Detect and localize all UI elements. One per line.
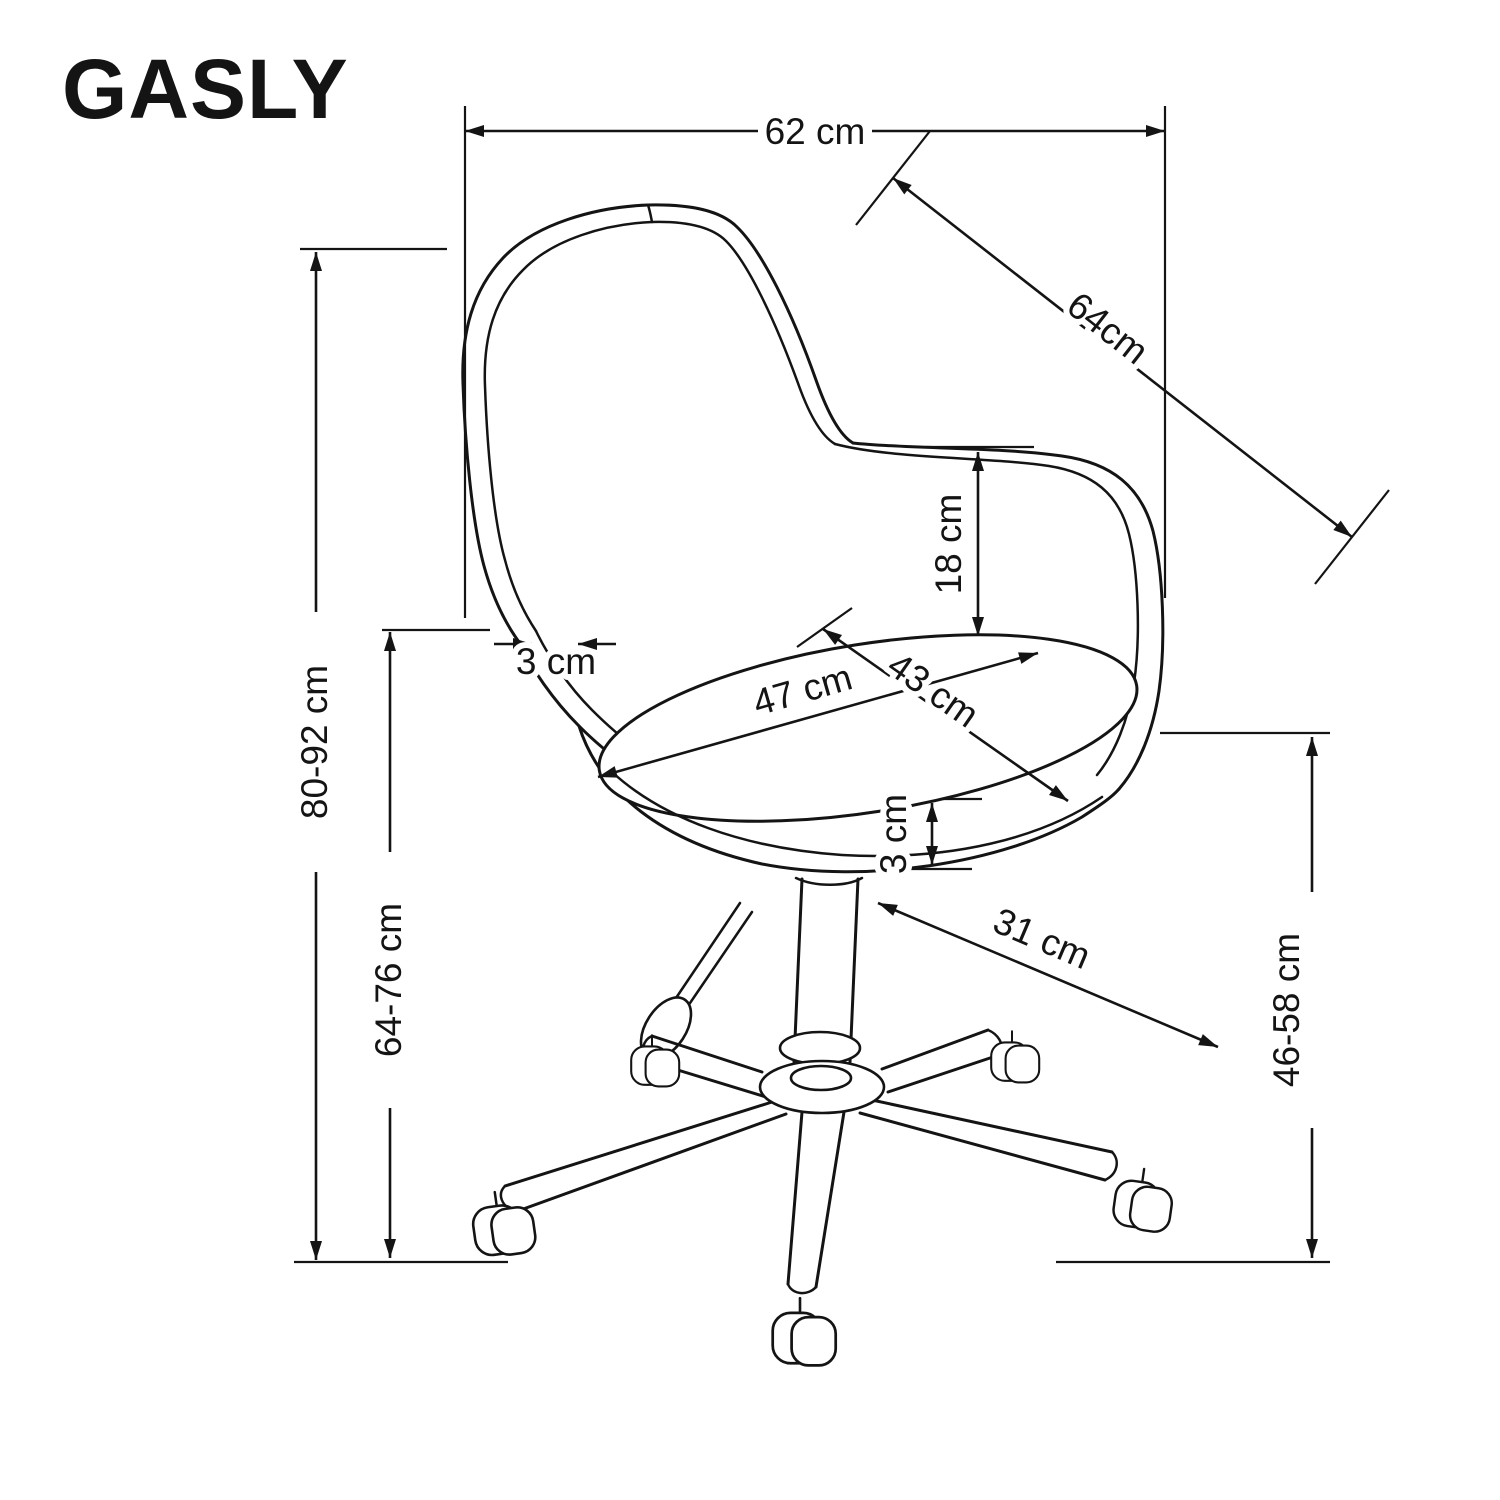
dim-backrest-height: 64-76 cm bbox=[362, 632, 415, 1258]
caster-front-right bbox=[1109, 1164, 1178, 1235]
seat-cushion-top bbox=[597, 633, 1139, 823]
column-top-joint bbox=[794, 876, 864, 886]
chair-seat-cushion bbox=[597, 633, 1139, 858]
caster-front-left bbox=[467, 1186, 539, 1261]
dim-line bbox=[877, 901, 1219, 1049]
dim-shell-thickness: 3 cm bbox=[494, 635, 616, 688]
column-collar bbox=[778, 1030, 862, 1066]
backrest-inner-left bbox=[483, 220, 654, 633]
lever-arm-top bbox=[674, 901, 742, 1000]
dim-label-base-leg-reach: 31 cm bbox=[987, 900, 1096, 977]
seat-cushion-front-edge bbox=[610, 770, 1104, 858]
column-right bbox=[848, 877, 860, 1064]
dim-label-seat-depth-diagonal: 64cm bbox=[1059, 284, 1156, 372]
base-leg-front-left bbox=[503, 1100, 788, 1214]
dim-seat-height: 46-58 cm bbox=[1260, 737, 1318, 1258]
backrest-top-edge bbox=[646, 203, 654, 224]
dim-line bbox=[822, 627, 1069, 803]
dim-line bbox=[892, 176, 1353, 539]
product-title: GASLY bbox=[62, 42, 349, 136]
base-leg-front-right bbox=[858, 1098, 1114, 1182]
base-leg-front-cap bbox=[786, 1282, 818, 1295]
dim-seat-depth-diagonal: 64cm bbox=[892, 176, 1353, 539]
base-hub-top bbox=[789, 1064, 853, 1092]
dim-label-cushion-thickness: 3 cm bbox=[873, 794, 914, 874]
dim-overall-height: 80-92 cm bbox=[288, 252, 341, 1260]
caster-front bbox=[771, 1296, 838, 1367]
dim-label-overall-width: 62 cm bbox=[765, 111, 866, 152]
backrest-outer-left bbox=[461, 203, 650, 644]
dim-backrest-to-seat: 18 cm bbox=[922, 452, 984, 636]
chair-gas-lift bbox=[639, 876, 864, 1066]
dim-label-overall-height: 80-92 cm bbox=[294, 665, 335, 819]
column-left bbox=[792, 877, 804, 1064]
dim-cushion-thickness: 3 cm bbox=[867, 788, 938, 880]
dim-base-leg-reach: 31 cm bbox=[877, 894, 1219, 1049]
dim-label-shell-thickness: 3 cm bbox=[516, 641, 596, 682]
backrest-inner-top bbox=[650, 220, 837, 446]
dim-overall-width: 62 cm bbox=[465, 105, 1165, 158]
dim-label-backrest-to-seat: 18 cm bbox=[928, 494, 969, 595]
dim-label-seat-height: 46-58 cm bbox=[1266, 933, 1307, 1087]
extension-tick bbox=[796, 607, 853, 648]
lever-arm-bottom bbox=[686, 910, 754, 1008]
dim-label-backrest-height: 64-76 cm bbox=[368, 903, 409, 1057]
backrest-outer-top bbox=[646, 203, 855, 445]
base-leg-front-right-cap bbox=[1103, 1150, 1118, 1182]
base-leg-front bbox=[786, 1110, 846, 1289]
chair-backrest bbox=[461, 203, 855, 644]
chair-drawing bbox=[461, 203, 1178, 1367]
base-leg-right bbox=[880, 1028, 1004, 1094]
